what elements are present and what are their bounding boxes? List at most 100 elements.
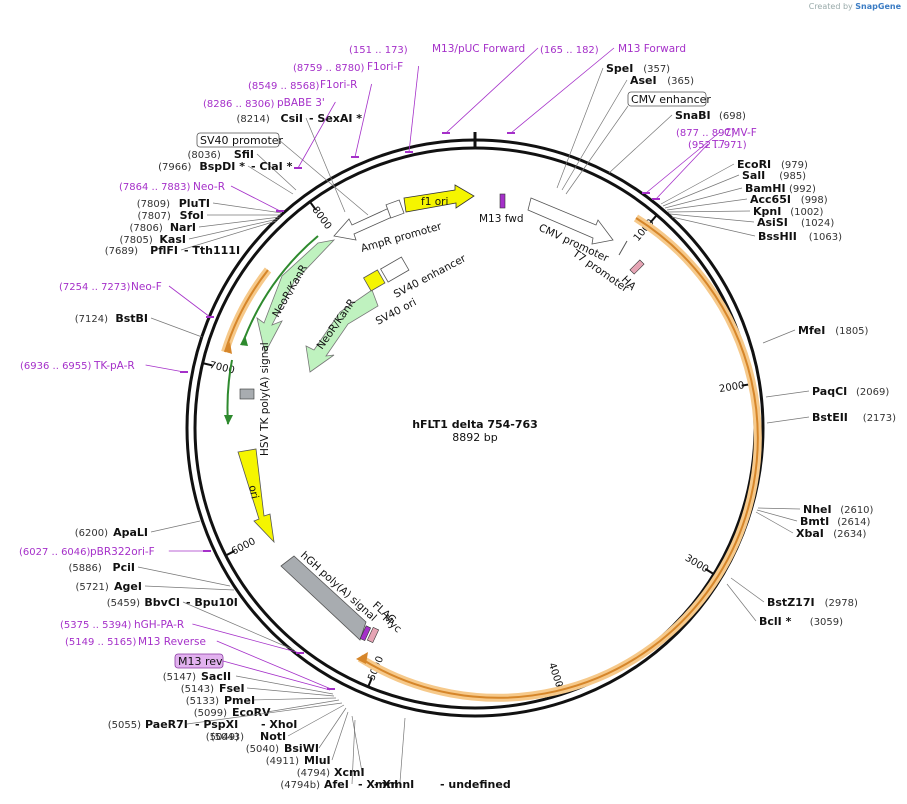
svg-text:BclI *: BclI *	[759, 615, 792, 628]
cmv-promoter-arrow: CMV promoter T7 promoter	[527, 197, 631, 295]
svg-text:(2634): (2634)	[833, 529, 866, 540]
enzyme-site: ApaLI (6200)	[75, 520, 201, 539]
svg-text:PmeI: PmeI	[224, 694, 255, 707]
plasmid-name: hFLT1 delta 754-763	[412, 418, 538, 431]
site-labels: SpeI(357)AseI(365)SnaBI(698)EcoRI(979)Sa…	[19, 43, 896, 791]
svg-text:(7254 .. 7273): (7254 .. 7273)	[59, 282, 131, 293]
enzyme-site: XbaI (2634)	[755, 511, 867, 540]
enzyme-site: BstZ17I(2978)	[730, 577, 858, 609]
svg-text:(6027 .. 6046): (6027 .. 6046)	[19, 547, 91, 558]
svg-text:hGH-PA-R: hGH-PA-R	[134, 619, 184, 631]
enzyme-site: PflFI- Tth111I(7689)	[105, 220, 277, 257]
svg-text:(7806): (7806)	[130, 223, 163, 234]
primer-site: (7864 .. 7883)Neo-R	[119, 181, 284, 212]
svg-text:BamHI: BamHI	[745, 182, 786, 195]
svg-text:FseI: FseI	[219, 682, 245, 695]
enzyme-site: PaqCI(2069)	[765, 385, 889, 398]
svg-text:SalI: SalI	[742, 169, 765, 182]
svg-text:M13 Reverse: M13 Reverse	[138, 636, 206, 648]
svg-text:XbaI: XbaI	[796, 527, 824, 540]
svg-text:EcoRI: EcoRI	[737, 158, 771, 171]
svg-text:(1024): (1024)	[801, 218, 834, 229]
svg-text:- PspXI: - PspXI	[195, 718, 238, 731]
svg-text:HSV TK poly(A) signal: HSV TK poly(A) signal	[259, 342, 271, 456]
svg-text:BspDI *: BspDI *	[199, 160, 245, 173]
svg-text:PaeR7I: PaeR7I	[145, 718, 188, 731]
enzyme-site: - XmnI	[358, 717, 406, 791]
svg-text:(952 .. 971): (952 .. 971)	[688, 140, 747, 151]
enzyme-site: Acc65I(998)	[666, 193, 828, 211]
svg-text:AsiSI: AsiSI	[757, 216, 788, 229]
svg-text:MfeI: MfeI	[798, 324, 825, 337]
svg-text:(5147): (5147)	[163, 672, 196, 683]
enzyme-site: XcmI(4794)	[297, 715, 365, 779]
enzyme-site: NheI(2610)	[757, 503, 874, 516]
svg-text:(5049): (5049)	[206, 732, 239, 743]
svg-text:(998): (998)	[801, 195, 828, 206]
svg-text:SfoI: SfoI	[180, 209, 204, 222]
svg-text:(1805): (1805)	[835, 326, 868, 337]
svg-text:NheI: NheI	[803, 503, 832, 516]
svg-text:(2173): (2173)	[863, 413, 896, 424]
enzyme-site: BbvCI- Bpu10I(5459)	[107, 596, 295, 651]
primer-site: (8286 .. 8306)pBABE 3'	[203, 97, 336, 169]
enzyme-site: EcoRI(979)	[660, 158, 808, 205]
svg-text:(4911): (4911)	[266, 756, 299, 767]
svg-text:F1ori-R: F1ori-R	[320, 79, 357, 91]
svg-text:(165 .. 182): (165 .. 182)	[540, 45, 599, 56]
enzyme-site: BsiWI(5040)	[246, 707, 347, 755]
svg-text:(5375 .. 5394): (5375 .. 5394)	[60, 620, 132, 631]
svg-text:PaqCI: PaqCI	[812, 385, 847, 398]
svg-text:EcoRV: EcoRV	[232, 706, 271, 719]
svg-text:(7966): (7966)	[158, 162, 191, 173]
svg-text:SV40 enhancer: SV40 enhancer	[392, 252, 469, 300]
svg-text:M13 fwd: M13 fwd	[479, 213, 524, 225]
svg-text:(7809): (7809)	[137, 199, 170, 210]
enzyme-site: MfeI (1805)	[762, 324, 869, 344]
primer-site: (5149 .. 5165)M13 Reverse	[65, 636, 335, 690]
svg-text:- Tth111I: - Tth111I	[184, 244, 240, 257]
neor-arc	[241, 235, 319, 346]
primer-site: (8759 .. 8780)F1ori-F	[293, 61, 419, 153]
enzyme-site: MluI (4911)	[266, 711, 349, 767]
primer-site: (877 .. 897)CMV-F	[642, 127, 757, 194]
svg-text:BsiWI: BsiWI	[284, 742, 319, 755]
enzyme-site: FseI(5143)	[181, 682, 335, 697]
svg-text:MluI: MluI	[304, 754, 331, 767]
enzyme-site: PluTI(7809)	[137, 197, 283, 214]
svg-text:(4794b): (4794b)	[280, 780, 320, 791]
hsv-tk-polya: HSV TK poly(A) signal	[239, 342, 271, 456]
tick-line	[704, 568, 715, 575]
svg-text:BstBI: BstBI	[115, 312, 148, 325]
svg-text:PflFI: PflFI	[150, 244, 178, 257]
tick-label: 2000	[718, 380, 745, 395]
svg-text:- ClaI *: - ClaI *	[251, 160, 293, 173]
enzyme-site: BstBI(7124)	[75, 312, 203, 338]
svg-text:Neo-F: Neo-F	[131, 281, 162, 293]
svg-text:- XmnI: - XmnI	[374, 778, 414, 791]
svg-text:BbvCI: BbvCI	[144, 596, 180, 609]
svg-text:(985): (985)	[779, 171, 806, 182]
enzyme-site: PmeI(5133)	[186, 694, 337, 707]
svg-text:- Bpu10I: - Bpu10I	[186, 596, 238, 609]
svg-text:(992): (992)	[789, 184, 816, 195]
svg-text:(2978): (2978)	[825, 598, 858, 609]
svg-text:(5055): (5055)	[108, 720, 141, 731]
svg-text:- XmnI: - XmnI	[358, 778, 398, 791]
tick-label: 8000	[309, 205, 333, 232]
svg-text:ApaLI: ApaLI	[113, 526, 148, 539]
svg-text:(6936 .. 6955): (6936 .. 6955)	[20, 361, 92, 372]
sv40-enhancer-ori: SV40 enhancer SV40 ori	[363, 252, 469, 328]
enzyme-site: BspDI * - ClaI * (7966)	[158, 160, 294, 195]
tick-label: 6000	[230, 536, 258, 557]
primer-site: (6936 .. 6955)TK-pA-R	[20, 360, 188, 373]
svg-text:KasI: KasI	[159, 233, 186, 246]
tick-label: 3000	[683, 553, 710, 576]
m13-fwd-marker: M13 fwd	[479, 193, 524, 225]
plasmid-length: 8892 bp	[452, 431, 497, 444]
svg-text:f1 ori: f1 ori	[421, 196, 448, 208]
enzyme-site: PaeR7I- PspXI - XhoI(5055)(5049)	[108, 702, 343, 743]
svg-text:SnaBI: SnaBI	[675, 109, 711, 122]
snapgene-credit: Created by SnapGene	[809, 2, 901, 11]
svg-text:(6200): (6200)	[75, 528, 108, 539]
